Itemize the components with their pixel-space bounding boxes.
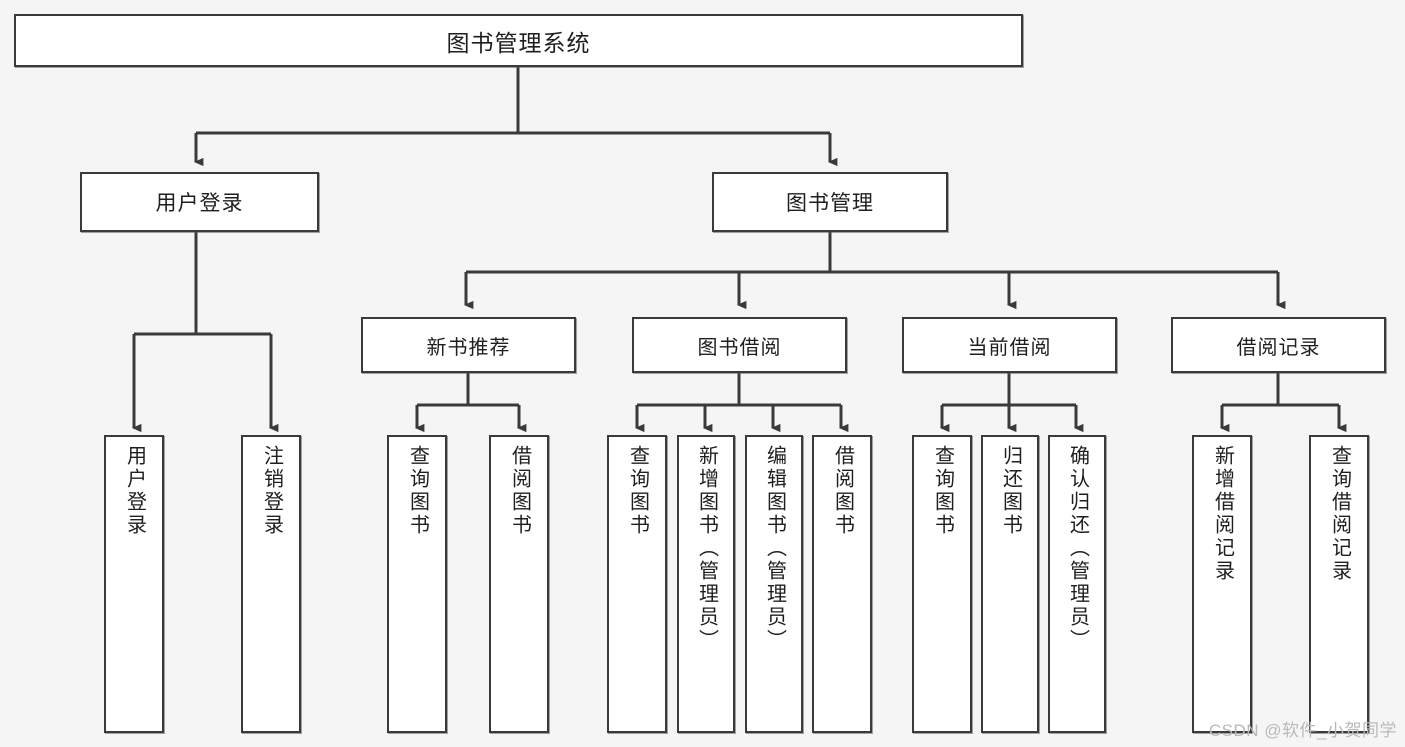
node-leaf-edit-book[interactable]: 编辑图书（管理员） — [745, 435, 803, 733]
node-label: 归还图书 — [999, 445, 1022, 537]
node-borrow-record[interactable]: 借阅记录 — [1171, 317, 1386, 373]
node-label: 用户登录 — [123, 445, 146, 537]
node-leaf-query-record[interactable]: 查询借阅记录 — [1309, 435, 1369, 733]
node-label: 借阅图书 — [508, 445, 531, 537]
node-label: 注销登录 — [260, 445, 283, 537]
node-label: 确认归还（管理员） — [1066, 445, 1089, 652]
node-label: 查询图书 — [931, 445, 954, 537]
watermark: CSDN @软件_小贺同学 — [1208, 721, 1397, 740]
node-leaf-query-book-current[interactable]: 查询图书 — [912, 435, 972, 733]
node-leaf-user-logout[interactable]: 注销登录 — [241, 435, 301, 733]
node-leaf-borrow-book[interactable]: 借阅图书 — [812, 435, 872, 733]
node-new-book-recommend[interactable]: 新书推荐 — [361, 317, 576, 373]
node-label: 新书推荐 — [426, 336, 511, 359]
node-label: 借阅图书 — [831, 445, 854, 537]
node-label: 查询图书 — [626, 445, 649, 537]
node-label: 编辑图书（管理员） — [763, 445, 786, 652]
node-current-borrow[interactable]: 当前借阅 — [902, 317, 1117, 373]
node-label: 借阅记录 — [1236, 336, 1321, 359]
node-book-borrow[interactable]: 图书借阅 — [632, 317, 847, 373]
node-leaf-user-login[interactable]: 用户登录 — [104, 435, 164, 733]
node-label: 新增图书（管理员） — [695, 445, 718, 652]
node-label: 新增借阅记录 — [1211, 445, 1234, 583]
node-leaf-query-book-borrow[interactable]: 查询图书 — [607, 435, 667, 733]
node-leaf-add-book[interactable]: 新增图书（管理员） — [677, 435, 735, 733]
node-book-manage[interactable]: 图书管理 — [712, 172, 948, 232]
node-label: 查询借阅记录 — [1328, 445, 1351, 583]
node-label: 用户登录 — [155, 192, 244, 215]
node-label: 图书管理 — [786, 192, 874, 215]
node-leaf-query-book-recommend[interactable]: 查询图书 — [387, 435, 447, 733]
node-label: 图书借阅 — [697, 336, 782, 359]
node-leaf-add-record[interactable]: 新增借阅记录 — [1192, 435, 1252, 733]
node-label: 当前借阅 — [967, 336, 1052, 359]
node-label: 图书管理系统 — [446, 29, 591, 56]
node-leaf-confirm-return[interactable]: 确认归还（管理员） — [1048, 435, 1106, 733]
node-label: 查询图书 — [406, 445, 429, 537]
node-leaf-borrow-book-recommend[interactable]: 借阅图书 — [489, 435, 549, 733]
node-leaf-return-book[interactable]: 归还图书 — [981, 435, 1039, 733]
node-user-login[interactable]: 用户登录 — [80, 172, 319, 232]
node-root-system[interactable]: 图书管理系统 — [14, 14, 1023, 67]
